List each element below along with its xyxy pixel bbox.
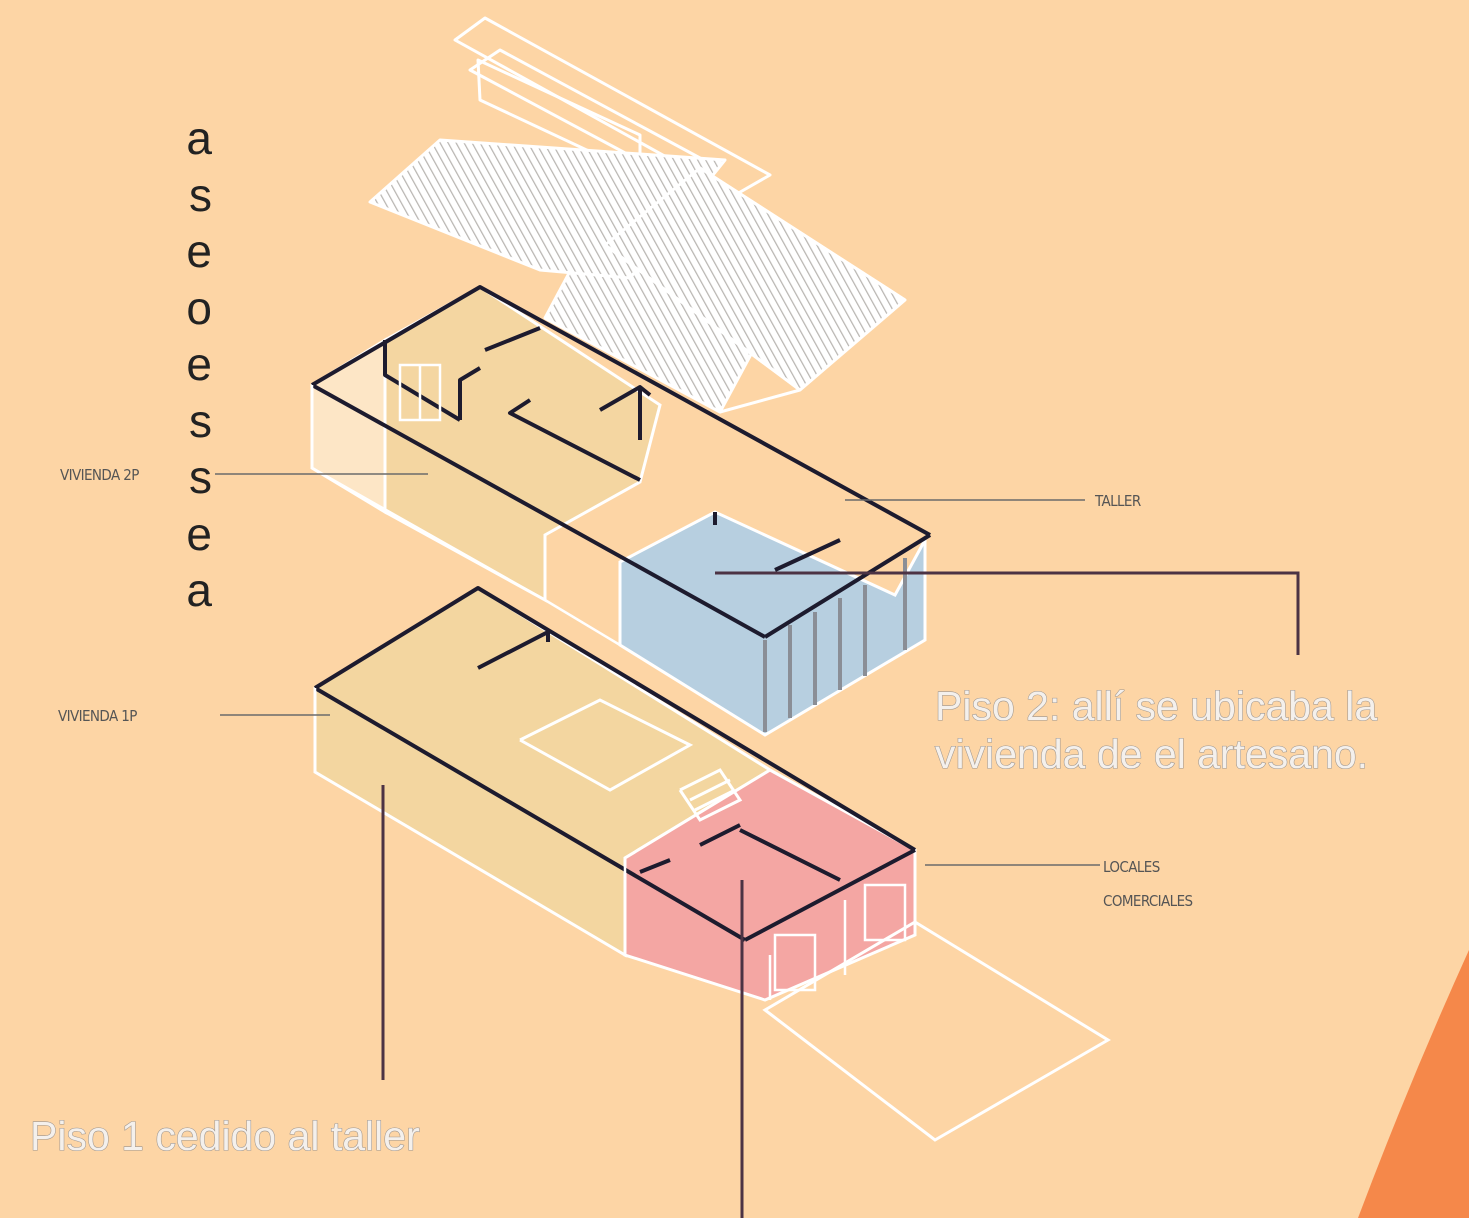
label-taller: TALLER bbox=[1094, 492, 1141, 510]
letter: e bbox=[186, 507, 212, 560]
caption-piso-1: Piso 1 cedido al taller bbox=[30, 1113, 420, 1159]
taller-volume bbox=[618, 510, 927, 737]
letter: o bbox=[186, 281, 212, 334]
roof bbox=[368, 16, 907, 414]
letter: e bbox=[186, 338, 212, 390]
stair bbox=[519, 698, 743, 822]
cropped-text-column: a s e o e s s e a bbox=[182, 110, 212, 619]
label-leaders bbox=[215, 473, 1100, 866]
label-locales-line2: COMERCIALES bbox=[1103, 892, 1193, 910]
floor-2-outline bbox=[310, 363, 621, 647]
letter: a bbox=[186, 564, 212, 616]
orange-corner-accent bbox=[1358, 950, 1469, 1218]
letter: a bbox=[186, 112, 212, 164]
floor-1 bbox=[313, 586, 1111, 1142]
letter: e bbox=[186, 225, 212, 277]
letter: s bbox=[189, 394, 212, 447]
caption-leaders bbox=[381, 571, 1300, 1218]
label-locales-line1: LOCALES bbox=[1103, 858, 1160, 876]
caption-piso-2-line1: Piso 2: allí se ubicaba la bbox=[935, 683, 1377, 729]
label-vivienda-1p: VIVIENDA 1P bbox=[58, 707, 137, 725]
caption-piso-2-line2: vivienda de el artesano. bbox=[935, 731, 1368, 777]
letter: s bbox=[189, 451, 212, 503]
floor-2 bbox=[310, 285, 932, 737]
letter: s bbox=[189, 168, 212, 221]
vivienda-2p-volume bbox=[383, 285, 662, 603]
label-vivienda-2p: VIVIENDA 2P bbox=[60, 466, 139, 484]
